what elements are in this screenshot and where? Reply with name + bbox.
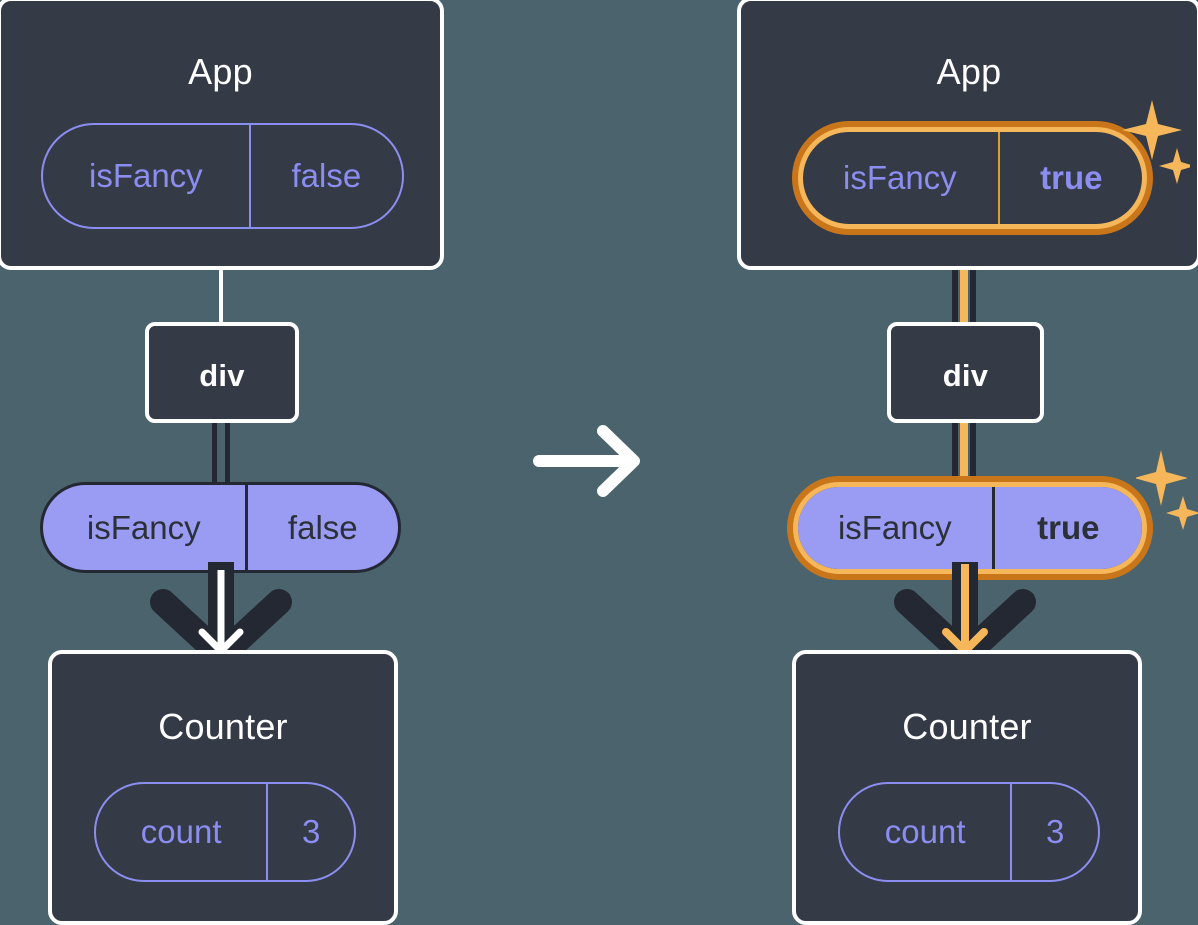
app-state-pill-value-after: true [1040,159,1103,196]
app-state-pill-after[interactable]: isFancy true [800,129,1145,227]
counter-title-after: Counter [902,706,1032,747]
counter-state-pill-after[interactable]: count 3 [838,782,1100,882]
counter-state-pill-before[interactable]: count 3 [94,782,356,882]
wire-div-to-props-left-after [952,418,958,488]
counter-state-pill-value-after: 3 [1045,813,1065,850]
wire-app-to-div-left-after [952,242,958,328]
props-pill-value-before: false [287,508,358,546]
wire-div-to-props-left-before [212,420,217,486]
div-box-before: div [145,322,299,423]
div-label-after: div [942,358,989,393]
counter-state-pill-value-before: 3 [301,813,321,850]
props-pill-key-after: isFancy [798,487,995,569]
div-box-after: div [887,322,1044,423]
app-state-pill-key-before: isFancy [43,125,251,227]
wire-div-to-props-accent-after [960,418,968,488]
app-state-pill-before[interactable]: isFancy false [41,123,404,229]
props-pill-key-before: isFancy [43,485,248,570]
wire-app-to-div-accent-after [960,222,968,328]
wire-div-to-props-right-after [970,418,976,488]
arrow-props-to-counter-after [889,562,1041,670]
app-title-after: App [936,51,1002,92]
counter-state-pill-key-before: count [96,784,269,880]
props-pill-value-after: true [1037,509,1100,546]
sparkle-icon-props-after [1136,448,1198,540]
transition-arrow-right-icon [533,424,648,499]
props-pill-after[interactable]: isFancy true [795,484,1145,572]
counter-title-before: Counter [158,706,288,747]
counter-state-pill-key-after: count [840,784,1013,880]
wire-app-to-div-before [219,266,223,326]
counter-box-before: Counter count 3 [48,650,398,925]
sparkle-icon-app-after [1122,96,1190,192]
wire-div-to-props-right-before [225,420,230,486]
wire-app-to-div-right-after [970,242,976,328]
app-box-before: App isFancy false [0,0,444,270]
app-state-pill-value-before: false [291,157,362,194]
app-title-before: App [188,51,253,92]
arrowhead-inner-after [942,564,988,655]
div-label-before: div [199,358,245,393]
counter-box-after: Counter count 3 [792,650,1142,925]
app-state-pill-key-after: isFancy [802,131,1000,225]
props-pill-before[interactable]: isFancy false [40,482,401,573]
